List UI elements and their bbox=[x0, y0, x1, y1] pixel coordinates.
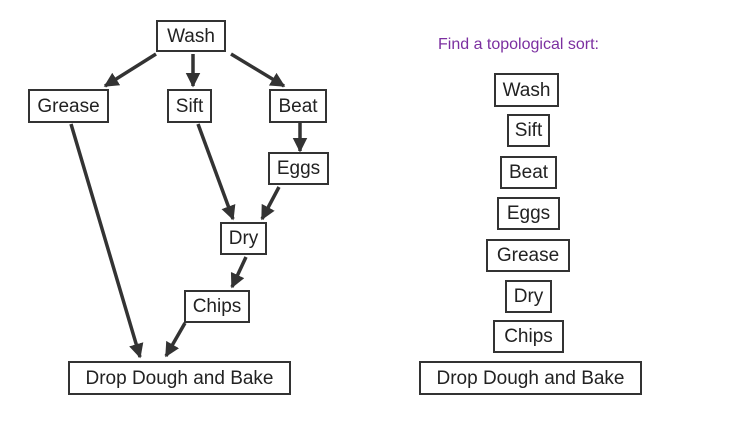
edge-wash-to-beat bbox=[230, 52, 286, 88]
node-eggs: Eggs bbox=[268, 152, 329, 185]
sorted-item-5: Grease bbox=[486, 239, 570, 272]
edge-wash-to-grease bbox=[103, 52, 157, 88]
edge-dry-to-chips bbox=[230, 256, 248, 289]
sorted-item-7: Chips bbox=[493, 320, 564, 353]
node-beat: Beat bbox=[269, 89, 327, 123]
edge-eggs-to-dry bbox=[260, 186, 281, 221]
sorted-item-2: Sift bbox=[507, 114, 550, 147]
node-dry: Dry bbox=[220, 222, 267, 255]
sorted-item-1: Wash bbox=[494, 73, 559, 107]
edge-grease-to-bake bbox=[69, 123, 144, 359]
sorted-item-6: Dry bbox=[505, 280, 552, 313]
node-grease: Grease bbox=[28, 89, 109, 123]
node-wash: Wash bbox=[156, 20, 226, 52]
sorted-item-8: Drop Dough and Bake bbox=[419, 361, 642, 395]
node-drop-dough-and-bake: Drop Dough and Bake bbox=[68, 361, 291, 395]
sorted-item-3: Beat bbox=[500, 156, 557, 189]
edge-sift-to-dry bbox=[196, 123, 236, 221]
node-chips: Chips bbox=[184, 290, 250, 323]
sorted-item-4: Eggs bbox=[497, 197, 560, 230]
node-sift: Sift bbox=[167, 89, 212, 123]
edge-chips-to-bake bbox=[164, 322, 187, 358]
topological-sort-prompt: Find a topological sort: bbox=[438, 36, 599, 53]
